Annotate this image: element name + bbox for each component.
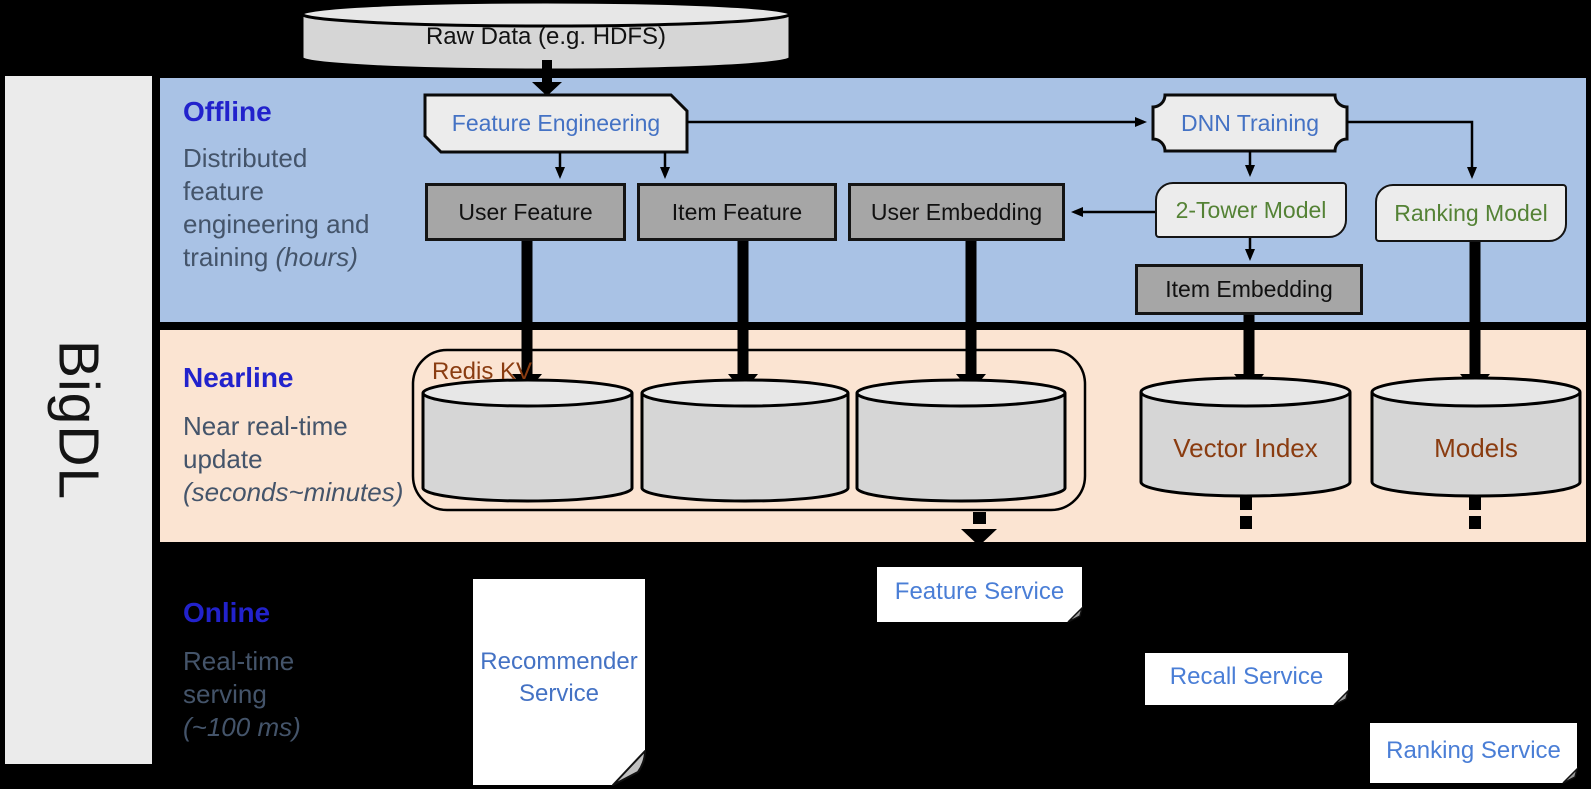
nearline-desc-line1: Near real-time xyxy=(183,411,348,441)
ranking-service-box xyxy=(1370,723,1579,784)
raw-data-label: Raw Data (e.g. HDFS) xyxy=(425,23,667,50)
nearline-desc-tail-italic: (seconds~minutes) xyxy=(183,477,404,507)
offline-lane-title: Offline xyxy=(183,96,272,127)
online-lane-title: Online xyxy=(183,597,271,628)
offline-desc-line1: Distributed xyxy=(183,143,308,173)
user-feature-label: User Feature xyxy=(458,198,593,225)
recommender-service-label: Recommender Service xyxy=(473,640,645,715)
user-feature-box: User Feature xyxy=(425,183,626,241)
item-embedding-label: Item Embedding xyxy=(1165,276,1333,302)
online-desc-tail-italic: (~100 ms) xyxy=(183,712,301,742)
ranking-model-box: Ranking Model xyxy=(1375,184,1567,242)
redis-kv-label: Redis KV xyxy=(432,358,533,385)
nearline-lane-title: Nearline xyxy=(183,362,294,393)
bigdl-label: BigDL xyxy=(46,339,111,501)
ranking-model-label: Ranking Model xyxy=(1394,199,1548,226)
item-embedding-box: Item Embedding xyxy=(1135,264,1363,315)
raw-data-cylinder xyxy=(300,0,792,72)
online-desc-line3: (~100 ms) xyxy=(183,711,301,744)
item-feature-label: Item Feature xyxy=(671,198,803,225)
recommender-service-document xyxy=(473,579,646,786)
offline-desc-tail-italic: (hours) xyxy=(275,242,358,272)
recommender-service-line2: Service xyxy=(518,679,600,707)
offline-lane-desc: Distributed feature engineering and trai… xyxy=(183,142,370,274)
offline-desc-line3: engineering and xyxy=(183,209,370,239)
bigdl-sidebar: BigDL xyxy=(5,76,152,764)
offline-desc-line4: training (hours) xyxy=(183,241,370,274)
nearline-desc-line3: (seconds~minutes) xyxy=(183,476,403,509)
ranking-service-label: Ranking Service xyxy=(1386,736,1561,764)
user-embedding-label: User Embedding xyxy=(870,198,1043,225)
nearline-desc-line2: update xyxy=(183,444,263,474)
recall-service-label: Recall Service xyxy=(1169,662,1324,690)
item-feature-box: Item Feature xyxy=(637,183,837,241)
recommender-service-line1: Recommender xyxy=(480,647,638,675)
offline-desc-line2: feature xyxy=(183,176,264,206)
two-tower-model-box: 2-Tower Model xyxy=(1155,182,1347,238)
nearline-lane-desc: Near real-time update (seconds~minutes) xyxy=(183,410,403,509)
user-embedding-box: User Embedding xyxy=(848,183,1065,241)
two-tower-model-label: 2-Tower Model xyxy=(1175,196,1327,223)
recall-service-box xyxy=(1145,653,1350,706)
online-lane-desc: Real-time serving (~100 ms) xyxy=(183,645,301,744)
online-desc-line1: Real-time xyxy=(183,646,295,676)
feature-service-box xyxy=(877,567,1084,623)
offline-desc-tail-plain: training xyxy=(183,242,276,272)
feature-service-label: Feature Service xyxy=(894,578,1065,605)
online-desc-line2: serving xyxy=(183,679,267,709)
